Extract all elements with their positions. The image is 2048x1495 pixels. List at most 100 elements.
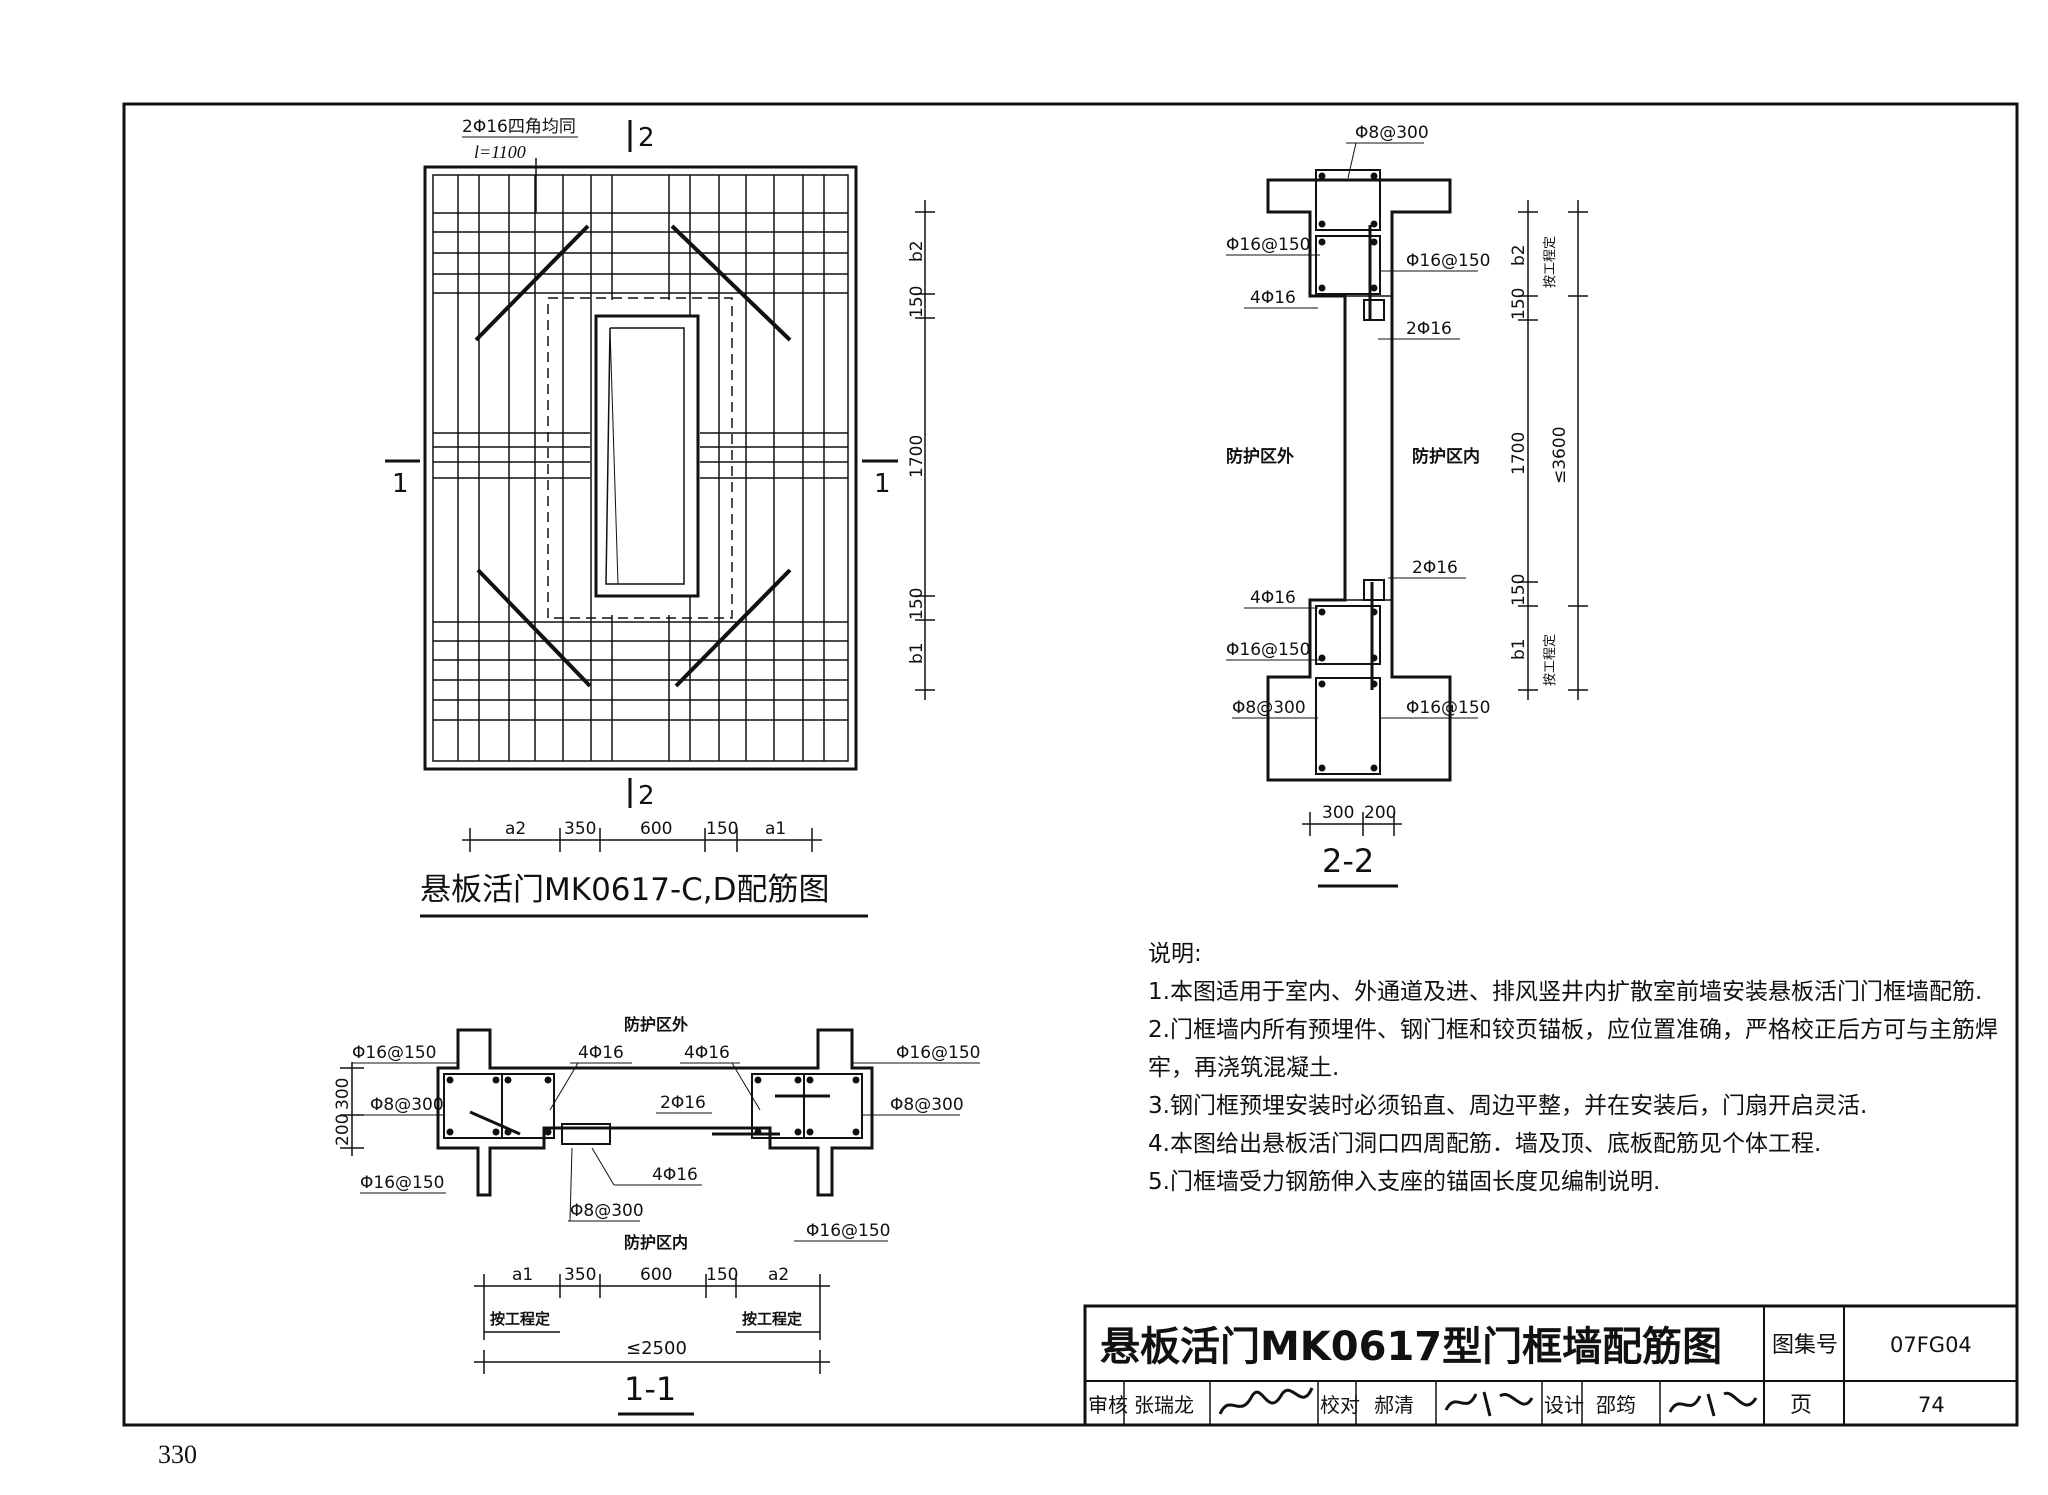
s11-label-left-top: Φ16@150 bbox=[352, 1043, 436, 1063]
s11-label-right-top: Φ16@150 bbox=[896, 1043, 980, 1063]
s11-outside: 防护区外 bbox=[624, 1015, 688, 1034]
atlas-label: 图集号 bbox=[1772, 1333, 1838, 1358]
plan-dim-150-top: 150 bbox=[907, 286, 927, 318]
plan-dim-150-bottom: 150 bbox=[907, 588, 927, 620]
s22-side-inside: 防护区内 bbox=[1412, 446, 1480, 467]
diagonal-corner-bars bbox=[474, 224, 792, 688]
page-label: 页 bbox=[1790, 1393, 1812, 1418]
s22-dim-by-project-bottom: 按工程定 bbox=[1543, 634, 1558, 686]
s11-label-right-bottom: Φ16@150 bbox=[806, 1221, 890, 1241]
s11-inside: 防护区内 bbox=[624, 1233, 688, 1252]
s22-dim-1700: 1700 bbox=[1509, 432, 1529, 475]
section-1-1-outline bbox=[436, 1028, 874, 1197]
plan-bottom-dimension bbox=[462, 828, 822, 852]
plan-title: 悬板活门MK0617-C,D配筋图 bbox=[420, 872, 830, 908]
s11-label-bottom-stirrup: Φ8@300 bbox=[570, 1201, 644, 1221]
section-2-2: Φ8@300 Φ16@150 Φ16@150 4Φ16 2Φ16 2Φ16 4Φ… bbox=[1226, 123, 1588, 888]
checker-signature bbox=[1444, 1391, 1534, 1417]
plan-dim-1700: 1700 bbox=[907, 435, 927, 478]
plan-section-1-right: 1 bbox=[874, 469, 891, 499]
s22-label-left-4: Φ16@150 bbox=[1226, 640, 1310, 660]
s22-dim-max-3600: ≤3600 bbox=[1550, 426, 1570, 484]
note-item-5: 5.门框墙受力钢筋伸入支座的锚固长度见编制说明. bbox=[1148, 1169, 1661, 1195]
note-item-4: 4.本图给出悬板活门洞口四周配筋．墙及顶、底板配筋见个体工程. bbox=[1148, 1131, 1822, 1157]
plan-view: 2Φ16四角均同 l=1100 2 2 1 1 b2 150 1700 150 … bbox=[385, 117, 935, 918]
s22-dim-300: 300 bbox=[1322, 803, 1354, 823]
reviewer-signature bbox=[1218, 1387, 1314, 1415]
s11-label-left-bottom: Φ16@150 bbox=[360, 1173, 444, 1193]
designer-name: 邵筠 bbox=[1596, 1393, 1636, 1417]
s11-dim-300: 300 bbox=[333, 1078, 353, 1110]
note-item-3: 3.钢门框预埋安装时必须铅直、周边平整，并在安装后，门扇开启灵活. bbox=[1148, 1093, 1868, 1119]
plan-right-dimension bbox=[915, 200, 935, 700]
s11-label-left-stirrup: Φ8@300 bbox=[370, 1095, 444, 1115]
plan-vertical-bars bbox=[457, 175, 825, 761]
s22-label-left-5: Φ8@300 bbox=[1232, 698, 1306, 718]
s22-right-dimension bbox=[1518, 200, 1588, 700]
page-number: 330 bbox=[158, 1440, 197, 1469]
s22-label-right-4: Φ16@150 bbox=[1406, 698, 1490, 718]
door-frame-dashed bbox=[547, 297, 733, 619]
s22-dim-150-bottom: 150 bbox=[1509, 574, 1529, 606]
s22-label-right-2: 2Φ16 bbox=[1406, 319, 1452, 339]
plan-dim-b1: b1 bbox=[907, 642, 927, 664]
plan-rebar-note-1: 2Φ16四角均同 bbox=[462, 117, 576, 137]
s11-bottom-dimension bbox=[474, 1274, 830, 1374]
checker-name: 郝清 bbox=[1374, 1393, 1414, 1417]
s22-bottom-dimension bbox=[1302, 812, 1402, 836]
sheet-border bbox=[122, 102, 2019, 1427]
design-label: 设计 bbox=[1544, 1393, 1584, 1417]
note-item-2: 2.门框墙内所有预埋件、钢门框和铰页锚板，应位置准确，严格校正后方可与主筋焊 bbox=[1148, 1017, 1998, 1043]
plan-dim-600: 600 bbox=[640, 819, 672, 839]
s11-dim-by-project-right: 按工程定 bbox=[742, 1310, 802, 1328]
s22-label-left-1: Φ16@150 bbox=[1226, 235, 1310, 255]
s11-label-4phi16-right: 4Φ16 bbox=[684, 1043, 730, 1063]
section-1-1: 防护区外 防护区内 Φ16@150 4Φ16 4Φ16 Φ16@150 Φ8@3… bbox=[333, 1015, 980, 1416]
title-block: 悬板活门MK0617型门框墙配筋图 图集号 07FG04 页 74 审核 张瑞龙… bbox=[1083, 1304, 2019, 1427]
plan-section-2-bottom: 2 bbox=[638, 781, 655, 811]
reviewer-name: 张瑞龙 bbox=[1134, 1393, 1194, 1417]
s22-dim-b2: b2 bbox=[1509, 244, 1529, 266]
s22-label-left-2: 4Φ16 bbox=[1250, 288, 1296, 308]
s11-label-4phi16-left: 4Φ16 bbox=[578, 1043, 624, 1063]
s11-dim-150: 150 bbox=[706, 1265, 738, 1285]
check-label: 校对 bbox=[1320, 1393, 1360, 1417]
note-item-1: 1.本图适用于室内、外通道及进、排风竖井内扩散室前墙安装悬板活门门框墙配筋. bbox=[1148, 979, 1983, 1005]
s11-label-2phi16: 2Φ16 bbox=[660, 1093, 706, 1113]
s22-dim-200: 200 bbox=[1364, 803, 1396, 823]
plan-dim-a2: a2 bbox=[505, 819, 526, 839]
s11-dim-total: ≤2500 bbox=[626, 1338, 687, 1359]
atlas-number: 07FG04 bbox=[1890, 1333, 1972, 1357]
note-item-2-cont: 牢，再浇筑混凝土. bbox=[1148, 1055, 1340, 1081]
plan-outline bbox=[423, 165, 858, 771]
s22-label-right-1: Φ16@150 bbox=[1406, 251, 1490, 271]
s11-label-right-stirrup: Φ8@300 bbox=[890, 1095, 964, 1115]
design-notes: 说明: 1.本图适用于室内、外通道及进、排风竖井内扩散室前墙安装悬板活门门框墙配… bbox=[1148, 935, 1998, 1201]
s22-dim-150-top: 150 bbox=[1509, 288, 1529, 320]
s22-label-left-3: 4Φ16 bbox=[1250, 588, 1296, 608]
s22-title: 2-2 bbox=[1322, 842, 1374, 880]
s22-dim-b1: b1 bbox=[1509, 638, 1529, 660]
s11-title: 1-1 bbox=[624, 1370, 676, 1408]
s11-dim-by-project-left: 按工程定 bbox=[490, 1310, 550, 1328]
plan-horizontal-bars bbox=[433, 212, 848, 721]
plan-section-1-left: 1 bbox=[392, 469, 409, 499]
s11-left-dimension bbox=[340, 1062, 364, 1156]
s11-dim-350: 350 bbox=[564, 1265, 596, 1285]
s11-dim-a1: a1 bbox=[512, 1265, 533, 1285]
s22-label-right-3: 2Φ16 bbox=[1412, 558, 1458, 578]
s11-dim-a2: a2 bbox=[768, 1265, 789, 1285]
drawing-title: 悬板活门MK0617型门框墙配筋图 bbox=[1100, 1324, 1722, 1370]
s11-label-4phi16-bottom: 4Φ16 bbox=[652, 1165, 698, 1185]
plan-section-2-top: 2 bbox=[638, 123, 655, 153]
plan-dim-350: 350 bbox=[564, 819, 596, 839]
plan-dim-a1: a1 bbox=[765, 819, 786, 839]
s22-dim-by-project-top: 按工程定 bbox=[1543, 236, 1558, 288]
plan-dim-150: 150 bbox=[706, 819, 738, 839]
review-label: 审核 bbox=[1088, 1393, 1128, 1417]
s22-side-outside: 防护区外 bbox=[1226, 446, 1294, 467]
s11-dim-200: 200 bbox=[333, 1114, 353, 1146]
s11-dim-600: 600 bbox=[640, 1265, 672, 1285]
designer-signature bbox=[1668, 1391, 1758, 1417]
